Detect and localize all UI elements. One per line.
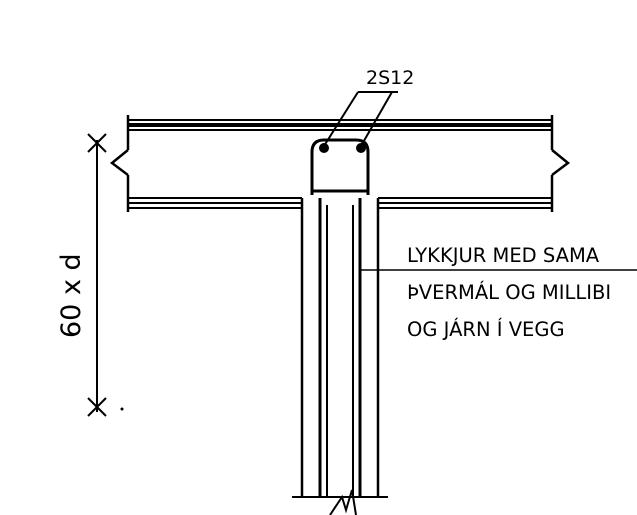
bar-label: 2S12 [366, 67, 414, 89]
note-line-2: ÞVERMÁL OG MILLIBI [407, 281, 611, 304]
stray-dot [120, 407, 124, 411]
longitudinal-bar-left [319, 143, 329, 153]
note-line-3: OG JÁRN Í VEGG [407, 318, 565, 341]
slab-break-right [550, 115, 571, 212]
slab-outline [128, 119, 552, 209]
hairpin-bar [310, 138, 370, 195]
bar-label-leader [323, 91, 398, 147]
dimension-label: 60 x d [56, 253, 87, 338]
longitudinal-bar-right [356, 143, 366, 153]
wall-break [329, 489, 357, 515]
dimension-line [87, 133, 107, 417]
wall-outline [292, 198, 388, 498]
note-line-1: LYKKJUR MED SAMA [407, 244, 600, 267]
slab-break-left [109, 115, 130, 212]
